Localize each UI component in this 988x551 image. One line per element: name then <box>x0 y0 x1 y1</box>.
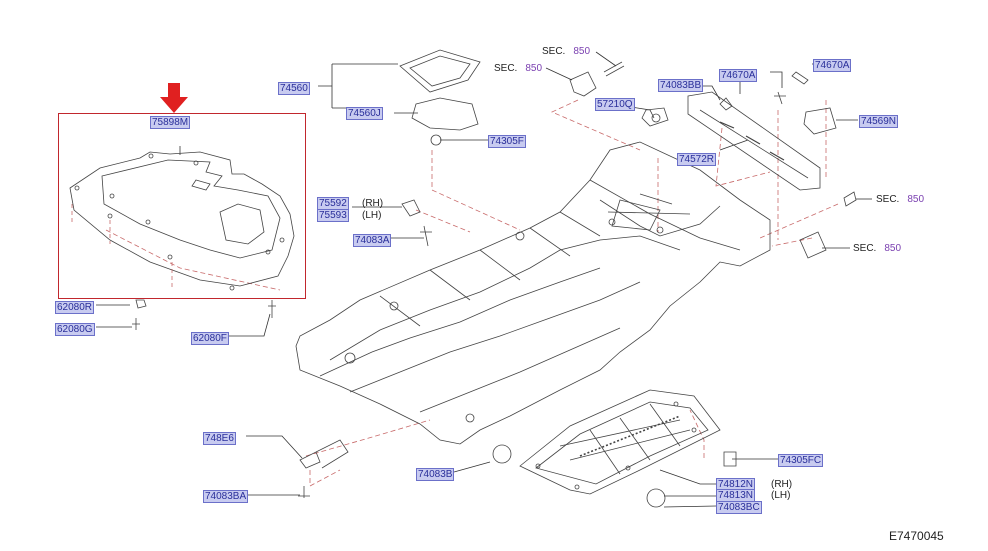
side-note-lh: (LH) <box>362 210 382 221</box>
side-note-rh: (RH) <box>362 198 384 209</box>
part-label-57210Q[interactable]: 57210Q <box>595 98 635 111</box>
engine-undercover-part <box>69 151 295 291</box>
part-label-74670A-right[interactable]: 74670A <box>813 59 852 72</box>
section-prefix: SEC. <box>876 194 900 205</box>
part-label-75898M[interactable]: 75898M <box>150 116 191 129</box>
part-label-74560[interactable]: 74560 <box>278 82 310 95</box>
section-prefix: SEC. <box>853 243 877 254</box>
floor-undercover-part <box>519 389 721 495</box>
diagram-code: E7470045 <box>889 529 944 543</box>
section-link-850[interactable]: 850 <box>573 46 591 57</box>
access-plate-part <box>399 49 481 146</box>
part-label-62080G[interactable]: 62080G <box>55 323 95 336</box>
part-label-62080R[interactable]: 62080R <box>55 301 95 314</box>
side-note-lh-2: (LH) <box>771 490 791 501</box>
leader-lines <box>96 51 872 508</box>
part-label-62080F[interactable]: 62080F <box>191 332 229 345</box>
section-prefix: SEC. <box>494 63 518 74</box>
fastener-parts <box>132 61 857 508</box>
part-label-74572R[interactable]: 74572R <box>677 153 717 166</box>
arrow-down-icon <box>160 83 188 113</box>
side-note-rh-2: (RH) <box>771 479 793 490</box>
section-link-850[interactable]: 850 <box>884 243 902 254</box>
part-label-75593[interactable]: 75593 <box>317 209 349 222</box>
part-label-74569N[interactable]: 74569N <box>859 115 899 128</box>
section-ref-2: SEC. 850 <box>494 63 542 74</box>
section-link-850[interactable]: 850 <box>525 63 543 74</box>
part-label-74305FC[interactable]: 74305FC <box>778 454 824 467</box>
part-label-74305F[interactable]: 74305F <box>488 135 526 148</box>
section-ref-4: SEC. 850 <box>853 243 901 254</box>
highlight-box <box>58 113 306 299</box>
part-label-74083BC[interactable]: 74083BC <box>716 501 762 514</box>
part-label-74083BA[interactable]: 74083BA <box>203 490 249 503</box>
section-ref-1: SEC. 850 <box>542 46 590 57</box>
part-label-74083B[interactable]: 74083B <box>416 468 455 481</box>
floor-panel-part <box>295 141 771 445</box>
part-label-74083A[interactable]: 74083A <box>353 234 392 247</box>
part-label-74670A-left[interactable]: 74670A <box>719 69 758 82</box>
section-prefix: SEC. <box>542 46 566 57</box>
part-label-74083BB[interactable]: 74083BB <box>658 79 704 92</box>
crossmember-part <box>687 91 821 191</box>
section-link-850[interactable]: 850 <box>907 194 925 205</box>
part-label-74560J[interactable]: 74560J <box>346 107 383 120</box>
part-label-748E6[interactable]: 748E6 <box>203 432 236 445</box>
section-ref-3: SEC. 850 <box>876 194 924 205</box>
